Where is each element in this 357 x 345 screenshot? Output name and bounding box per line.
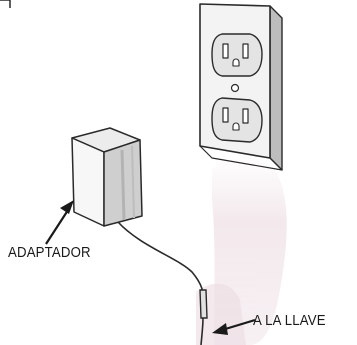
power-adapter: [71, 127, 143, 227]
outlet-screw: [230, 83, 240, 93]
lower-receptacle: [211, 97, 263, 143]
wall-outlet: [199, 3, 283, 171]
adapter-cord: [117, 221, 208, 345]
faucet-label: A LA LLAVE: [253, 312, 326, 329]
upper-receptacle: [211, 33, 263, 77]
arrow-to-adapter: [45, 200, 74, 245]
arrow-to-faucet: [212, 318, 256, 335]
corner-mark: [0, 0, 11, 8]
watermark-shape: [196, 155, 287, 345]
adapter-label: ADAPTADOR: [8, 244, 91, 261]
